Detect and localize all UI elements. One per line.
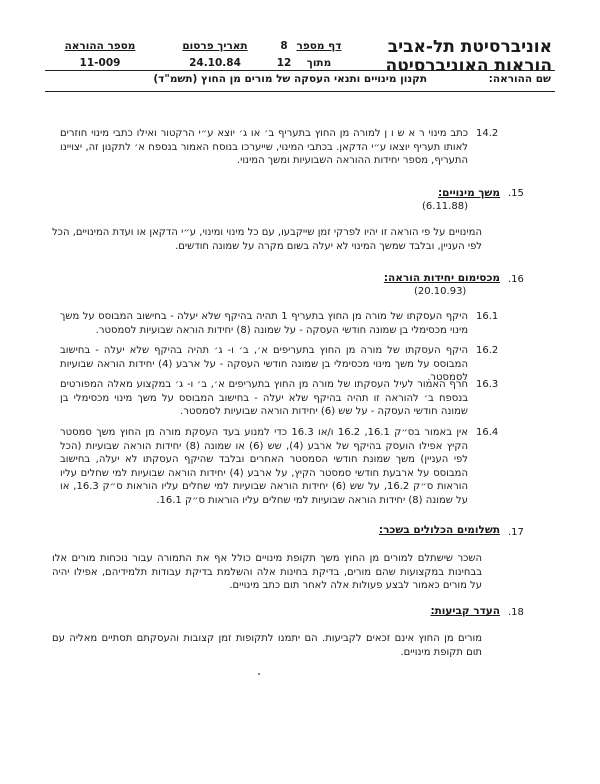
section-number: 16.3 bbox=[476, 379, 499, 390]
header-rule-top bbox=[45, 70, 555, 71]
page-number-label: דף מספר bbox=[296, 40, 342, 52]
section-text: היקף העסקתו של מורה מן החוץ בתעריף 1 תהי… bbox=[60, 311, 468, 336]
section-heading: תשלומים הכלולים בשכר: bbox=[378, 524, 500, 536]
page-values-cell: 8 12 bbox=[272, 38, 296, 72]
regulation-number-cell: מספר ההוראה 11-009 bbox=[50, 38, 150, 72]
regulation-name-row: שם ההוראה: תקנון מינויים ותנאי העסקה של … bbox=[45, 73, 555, 89]
section-heading: העדר קביעות: bbox=[430, 605, 500, 617]
section-number: 16.2 bbox=[476, 345, 499, 356]
regulation-number-value: 11-009 bbox=[79, 57, 121, 69]
section-text: אין באמור בס״ק 16.1, 16.2 ו/או 16.3 כדי … bbox=[60, 427, 468, 506]
regulation-name-value: תקנון מינויים ותנאי העסקה של מורים מן הח… bbox=[153, 73, 427, 85]
publish-date-label: תאריך פרסום bbox=[182, 40, 248, 52]
section-text: היקף העסקתו של מורה מן החוץ בתעריפים א׳,… bbox=[60, 345, 469, 383]
university-name: אוניברסיטת תל-אביב bbox=[387, 37, 552, 57]
section-heading: מכסימום יחידות הוראה: bbox=[383, 272, 500, 284]
page-number-cell: דף מספר מתוך bbox=[282, 38, 356, 72]
regulation-name-label: שם ההוראה: bbox=[488, 73, 551, 85]
section-number: 16.1 bbox=[476, 311, 499, 322]
section-text: המינויים על פי הוראה זו יהיו לפרקי זמן ש… bbox=[52, 227, 482, 252]
scan-speck bbox=[258, 673, 260, 675]
section-number: .15 bbox=[508, 188, 524, 199]
section-text: כתב מינוי ר א ש ו ן למורה מן החוץ בתעריף… bbox=[60, 128, 468, 166]
section-number: 16.4 bbox=[476, 427, 499, 438]
page-number-value: 8 bbox=[280, 40, 288, 52]
section-date: (20.10.93) bbox=[414, 286, 467, 297]
publish-date-value: 24.10.84 bbox=[189, 57, 241, 69]
header-rule-bottom bbox=[45, 91, 555, 92]
section-heading: משך מינויים: bbox=[437, 187, 500, 199]
section-number: .17 bbox=[508, 527, 524, 538]
section-number: .18 bbox=[508, 607, 524, 618]
section-date: (6.11.88) bbox=[422, 201, 468, 212]
section-number: .16 bbox=[508, 274, 524, 285]
section-text: מורים מן החוץ אינם זכאים לקביעות. הם יתמ… bbox=[52, 633, 482, 658]
section-number: 14.2 bbox=[476, 128, 499, 139]
publish-date-cell: תאריך פרסום 24.10.84 bbox=[168, 38, 262, 72]
section-text: חרף האמור לעיל העסקתו של מורה מן החוץ בת… bbox=[60, 379, 468, 417]
regulation-number-label: מספר ההוראה bbox=[64, 40, 136, 52]
of-value: 12 bbox=[276, 57, 292, 69]
section-text: השכר שישתלם למורים מן החוץ משך תקופת מינ… bbox=[52, 553, 482, 591]
of-label: מתוך bbox=[306, 57, 332, 69]
